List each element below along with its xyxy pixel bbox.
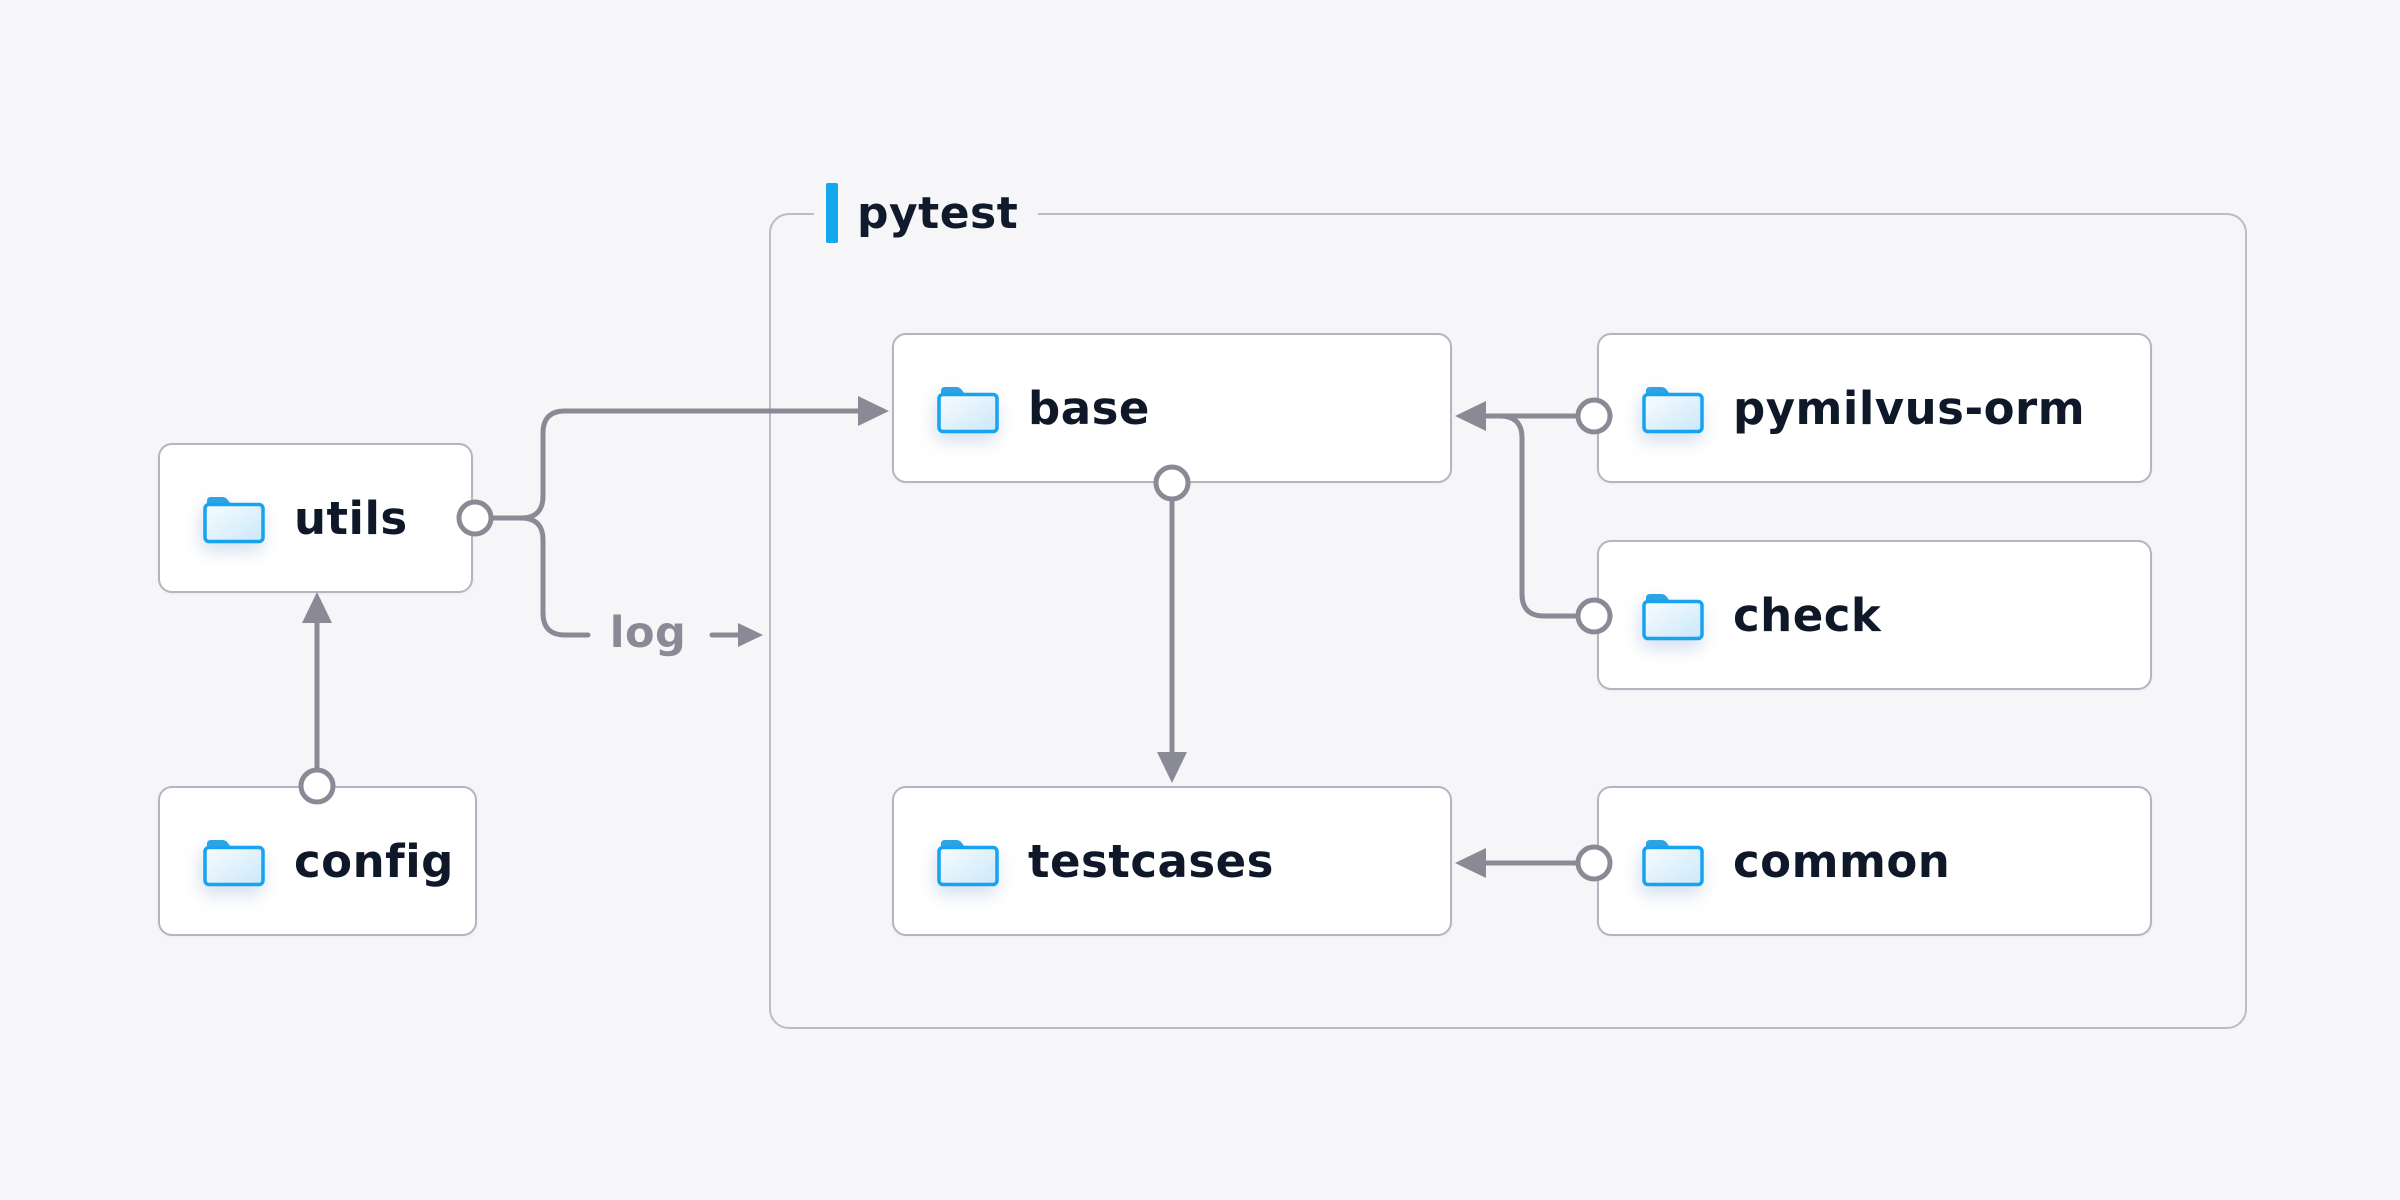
folder-icon xyxy=(203,840,265,887)
arrowhead-into-utils xyxy=(302,592,332,623)
arrowhead-log xyxy=(738,623,763,647)
edge-label-log: log xyxy=(609,608,687,658)
node-label: utils xyxy=(294,491,408,545)
node-common: common xyxy=(1597,786,2152,936)
folder-icon xyxy=(1642,594,1704,641)
group-title: pytest xyxy=(857,187,1019,239)
edge-utils-log xyxy=(518,515,591,638)
folder-icon xyxy=(203,497,265,544)
accent-bar xyxy=(826,183,838,243)
node-check: check xyxy=(1597,540,2152,690)
folder-icon xyxy=(937,387,999,434)
node-label: testcases xyxy=(1028,834,1274,888)
folder-icon xyxy=(937,840,999,887)
node-label: config xyxy=(294,834,454,888)
node-label: common xyxy=(1733,834,1951,888)
node-label: check xyxy=(1733,588,1882,642)
pytest-group-label: pytest xyxy=(814,179,1039,247)
node-testcases: testcases xyxy=(892,786,1452,936)
node-base: base xyxy=(892,333,1452,483)
node-utils: utils xyxy=(158,443,473,593)
node-config: config xyxy=(158,786,477,936)
node-pymilvus-orm: pymilvus-orm xyxy=(1597,333,2152,483)
pytest-group-container xyxy=(769,213,2247,1029)
folder-icon xyxy=(1642,387,1704,434)
node-label: pymilvus-orm xyxy=(1733,381,2086,435)
node-label: base xyxy=(1028,381,1150,435)
folder-icon xyxy=(1642,840,1704,887)
